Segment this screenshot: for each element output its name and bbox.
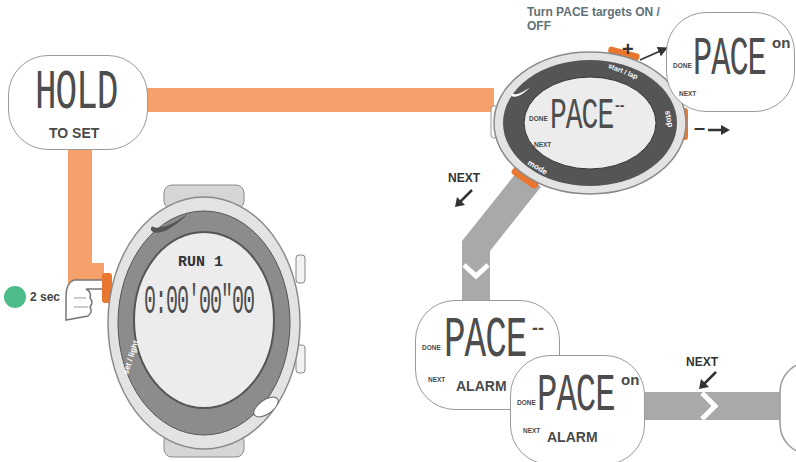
lcd-subtext: ALARM <box>547 430 598 444</box>
lcd-screen-bubble: PACE onDONE NEXT <box>666 12 795 112</box>
lcd-indicator: on <box>621 372 639 387</box>
done-hint: DONE <box>422 345 441 352</box>
next-band <box>640 392 796 420</box>
minus-head <box>721 125 730 135</box>
instruction-title: Turn PACE targets ON / OFF <box>527 6 667 34</box>
lcd-text: HOLD <box>35 66 117 122</box>
lcd-text: PACE <box>444 313 526 371</box>
lcd-indicator: -- <box>532 319 544 337</box>
green-dot <box>4 286 26 308</box>
bezel-ring <box>118 211 290 435</box>
partial-bubble <box>780 362 796 454</box>
step-label: NEXT <box>448 172 480 186</box>
flow-band <box>80 149 104 275</box>
lcd-text: PACE <box>550 94 613 139</box>
bezel-ring <box>503 60 677 186</box>
next-hint: NEXT <box>679 91 696 98</box>
next-hint: NEXT <box>534 142 551 149</box>
logo-swoosh <box>151 214 188 233</box>
hold-duration: 2 sec <box>30 291 60 305</box>
next-hint: NEXT <box>523 428 540 435</box>
lcd-screen-bubble: HOLD TO SET <box>8 55 148 150</box>
done-hint: DONE <box>673 63 692 70</box>
run-label: RUN 1 <box>178 255 223 270</box>
flow-band <box>146 88 494 112</box>
display <box>524 77 656 169</box>
minus-arrow <box>708 129 722 132</box>
side-button <box>296 255 305 283</box>
lcd-subtext: TO SET <box>49 126 99 140</box>
band-chevron <box>702 393 715 419</box>
lcd-screen-bubble: PACE onALARM DONE NEXT <box>510 355 645 462</box>
flow-arrow <box>640 48 667 60</box>
watch-face: PACE--DONENEXTstart / lapstopmode <box>490 48 690 198</box>
watch-face: RUN 10:00'00"00set / light <box>100 185 308 457</box>
logo-swoosh <box>511 87 530 97</box>
light-window <box>251 393 282 421</box>
done-hint: DONE <box>517 400 536 407</box>
flow-band <box>476 178 530 302</box>
pointer-head <box>455 197 465 207</box>
button-sign: – <box>694 116 705 139</box>
button-sign: + <box>622 38 634 61</box>
lcd-subtext: ALARM <box>456 379 507 393</box>
watch-shell <box>494 52 686 194</box>
display <box>134 232 274 408</box>
step-label: NEXT <box>686 356 718 370</box>
watch-shell <box>108 197 300 449</box>
button-label: stop <box>663 110 674 128</box>
next-hint: NEXT <box>428 377 445 384</box>
lcd-text: PACE <box>537 368 615 422</box>
lcd-indicator: on <box>772 35 790 50</box>
lcd-text: PACE <box>693 33 766 87</box>
lcd-indicator: -- <box>615 98 624 112</box>
done-hint: DONE <box>529 116 548 123</box>
pointer-head <box>699 379 709 389</box>
time-readout: 0:00'00"00 <box>144 283 254 323</box>
band-chevron <box>464 265 488 276</box>
